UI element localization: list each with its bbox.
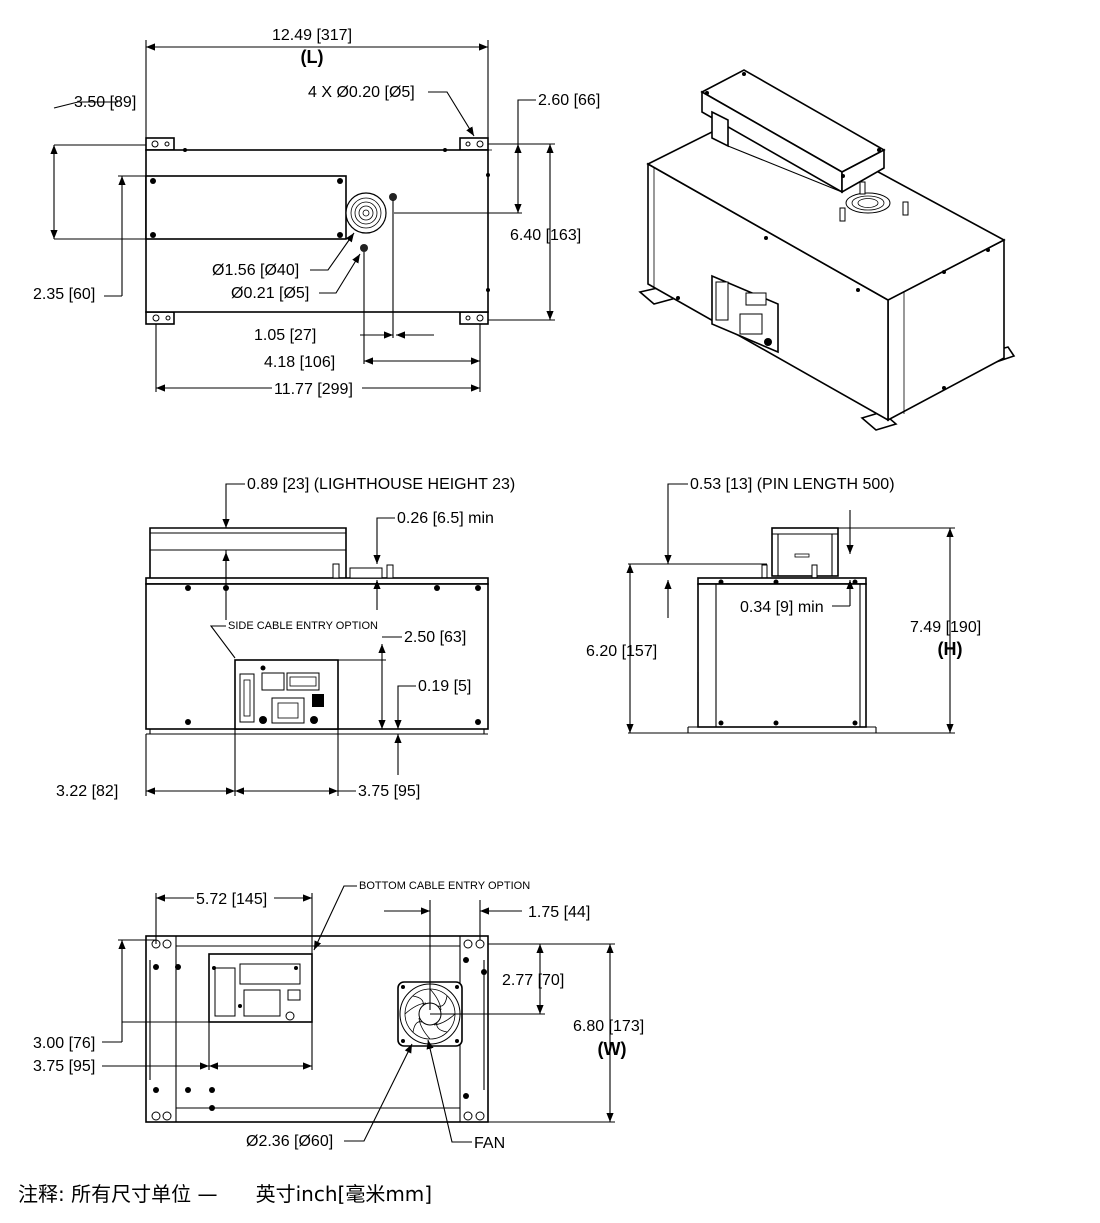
dim-length-tag: (L) — [301, 47, 324, 67]
dim-lower-offset: 2.35 [60] — [33, 286, 95, 303]
front-view: 0.89 [23] (LIGHTHOUSE HEIGHT 23) 0.26 [6… — [56, 476, 515, 800]
top-view: 12.49 [317] (L) 4 X Ø0.20 [Ø5] 3.50 [89]… — [33, 27, 600, 398]
mount-tab — [145, 137, 175, 151]
mount-tab — [459, 311, 489, 325]
side-view: 0.53 [13] (PIN LENGTH 500) 0.34 [9] min … — [586, 476, 981, 734]
dim-fan-y-bottom: 2.77 [70] — [502, 972, 564, 989]
dim-pin-length: 0.53 [13] (PIN LENGTH 500) — [690, 476, 895, 493]
dim-width-tag: (W) — [598, 1039, 627, 1059]
dim-bottom-panel-h: 3.75 [95] — [33, 1058, 95, 1075]
dim-panel-width: 3.75 [95] — [358, 783, 420, 800]
dim-panel-bottom: 0.19 [5] — [418, 678, 471, 695]
dim-panel-left: 3.22 [82] — [56, 783, 118, 800]
dim-pin-min: 0.26 [6.5] min — [397, 510, 494, 527]
fan-grill — [345, 192, 387, 234]
note-units: 英寸inch[毫米mm] — [255, 1182, 433, 1206]
dim-bottom-panel-x: 5.72 [145] — [196, 891, 267, 908]
dim-lighthouse: 0.89 [23] (LIGHTHOUSE HEIGHT 23) — [247, 476, 515, 493]
dim-height-total: 7.49 [190] — [910, 619, 981, 636]
units-note: 注释: 所有尺寸单位 — 英寸inch[毫米mm] — [18, 1178, 432, 1207]
label-bottom-cable: BOTTOM CABLE ENTRY OPTION — [359, 880, 530, 892]
dim-side-pin-min: 0.34 [9] min — [740, 599, 824, 616]
pin — [389, 193, 397, 201]
dim-fan-dia: Ø1.56 [Ø40] — [212, 262, 299, 279]
dim-fan-x: 4.18 [106] — [264, 354, 335, 371]
label-fan: FAN — [474, 1135, 505, 1152]
dim-fan-x-bottom: 1.75 [44] — [528, 904, 590, 921]
pin — [360, 244, 368, 252]
dim-fan-dia-bottom: Ø2.36 [Ø60] — [246, 1133, 333, 1150]
dim-bottom-panel-y: 3.00 [76] — [33, 1035, 95, 1052]
dim-pin-dia: Ø0.21 [Ø5] — [231, 285, 309, 302]
dim-pin-x: 1.05 [27] — [254, 327, 316, 344]
dim-height-tag: (H) — [938, 639, 963, 659]
isometric-view — [638, 69, 1016, 431]
dim-width: 6.80 [173] — [573, 1018, 644, 1035]
lighthouse-top — [145, 175, 347, 240]
dim-height-body: 6.20 [157] — [586, 643, 657, 660]
dim-length: 12.49 [317] — [272, 27, 352, 44]
dim-mount-holes: 4 X Ø0.20 [Ø5] — [308, 84, 415, 101]
dim-depth: 6.40 [163] — [510, 227, 581, 244]
dim-panel-height: 2.50 [63] — [404, 629, 466, 646]
label-side-cable: SIDE CABLE ENTRY OPTION — [228, 620, 378, 632]
dim-left-offset: 3.50 [89] — [74, 94, 136, 111]
dim-right-offset: 2.60 [66] — [538, 92, 600, 109]
note-prefix: 注释: 所有尺寸单位 — — [18, 1182, 218, 1206]
bottom-view: 5.72 [145] BOTTOM CABLE ENTRY OPTION 1.7… — [33, 880, 644, 1152]
mount-tab — [459, 137, 489, 151]
dim-hole-span: 11.77 [299] — [274, 381, 353, 398]
